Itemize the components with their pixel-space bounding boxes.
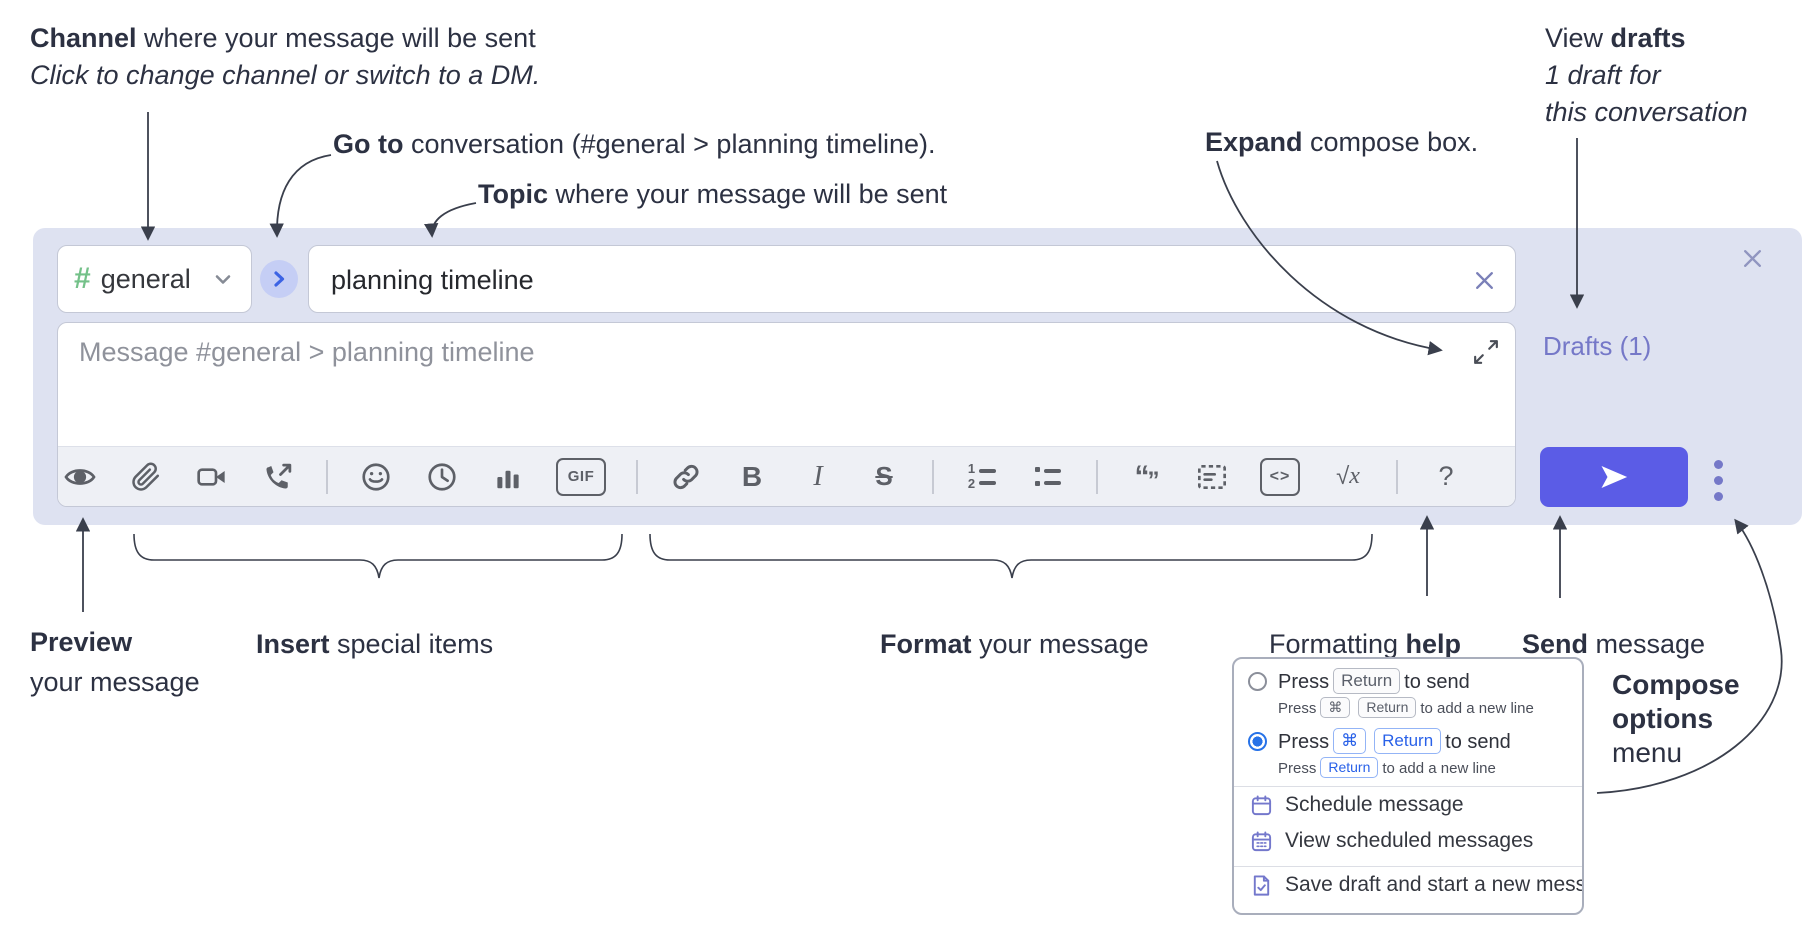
channel-selector[interactable]: # general xyxy=(57,245,252,313)
italic-icon[interactable]: I xyxy=(813,460,823,492)
menu-divider xyxy=(1234,786,1582,787)
message-formatting-help-icon[interactable]: ? xyxy=(1438,461,1454,491)
math-icon[interactable]: √x xyxy=(1336,462,1360,490)
emoji-icon[interactable] xyxy=(358,459,394,495)
bold-icon[interactable]: B xyxy=(741,460,763,492)
return-key: Return xyxy=(1333,668,1401,694)
drafts-link[interactable]: Drafts (1) xyxy=(1543,331,1652,361)
return-key: Return xyxy=(1374,728,1442,754)
schedule-message-item[interactable]: Schedule message xyxy=(1234,787,1582,823)
drafts-annotation: View drafts 1 draft for this conversatio… xyxy=(1545,23,1748,127)
go-to-conversation-button[interactable] xyxy=(260,260,298,298)
send-icon xyxy=(1597,462,1631,492)
toolbar-separator xyxy=(1096,459,1098,494)
goto-pointer-line xyxy=(269,154,332,238)
formatting-help-annotation: Formatting help xyxy=(1269,629,1462,659)
cmd-key: ⌘ xyxy=(1333,728,1367,754)
calendar-list-icon xyxy=(1250,830,1273,853)
expand-annotation: Expand compose box. xyxy=(1205,127,1479,157)
radio-selected[interactable] xyxy=(1248,732,1267,751)
strikethrough-icon[interactable]: S xyxy=(875,461,893,491)
chevron-right-icon xyxy=(267,267,291,291)
format-brace xyxy=(649,533,1373,579)
channel-hash-icon: # xyxy=(74,262,91,295)
toolbar-separator xyxy=(1396,459,1398,494)
menu-divider xyxy=(1234,866,1582,867)
channel-name: general xyxy=(100,263,191,294)
toolbar-separator xyxy=(326,459,328,494)
toolbar-separator xyxy=(932,459,934,494)
message-input[interactable] xyxy=(77,335,1411,434)
draft-check-icon xyxy=(1250,874,1273,897)
bulleted-list-icon[interactable] xyxy=(1030,459,1066,495)
toolbar-separator xyxy=(636,459,638,494)
save-draft-item[interactable]: Save draft and start a new message xyxy=(1234,867,1582,903)
close-compose-icon[interactable] xyxy=(1740,246,1765,271)
clear-topic-icon[interactable] xyxy=(1472,268,1497,293)
preview-icon[interactable] xyxy=(62,459,98,495)
compose-options-annotation: Compose options menu xyxy=(1612,669,1740,768)
topic-annotation: Topic where your message will be sent xyxy=(478,179,948,209)
video-call-icon[interactable] xyxy=(194,459,230,495)
expand-compose-icon[interactable] xyxy=(1473,339,1499,365)
attach-file-icon[interactable] xyxy=(128,459,164,495)
format-annotation: Format your message xyxy=(880,629,1149,659)
insert-annotation: Insert special items xyxy=(256,629,494,659)
channel-annotation: Channel where your message will be sent … xyxy=(30,23,541,90)
spoiler-icon[interactable] xyxy=(1194,459,1230,495)
send-button[interactable] xyxy=(1540,447,1688,507)
view-scheduled-messages-item[interactable]: View scheduled messages xyxy=(1234,823,1582,859)
return-key: Return xyxy=(1320,757,1379,778)
cmd-key: ⌘ xyxy=(1320,697,1351,718)
calendar-icon xyxy=(1250,794,1273,817)
insert-brace xyxy=(133,533,623,579)
topic-input[interactable] xyxy=(329,246,1463,314)
message-compose-area: GIF B I S 12 “” xyxy=(57,322,1516,507)
topic-field xyxy=(308,245,1516,314)
gif-icon[interactable]: GIF xyxy=(556,457,606,496)
radio-unselected[interactable] xyxy=(1248,672,1267,691)
audio-call-icon[interactable] xyxy=(260,459,296,495)
code-icon[interactable]: <> xyxy=(1260,457,1300,496)
poll-icon[interactable] xyxy=(490,459,526,495)
goto-annotation: Go to conversation (#general > planning … xyxy=(333,129,936,159)
chevron-down-icon xyxy=(211,267,235,291)
quote-icon[interactable]: “” xyxy=(1134,459,1160,494)
link-icon[interactable] xyxy=(668,459,704,495)
return-key: Return xyxy=(1358,697,1417,718)
compose-options-menu-icon[interactable] xyxy=(1714,460,1723,501)
global-time-icon[interactable] xyxy=(424,459,460,495)
